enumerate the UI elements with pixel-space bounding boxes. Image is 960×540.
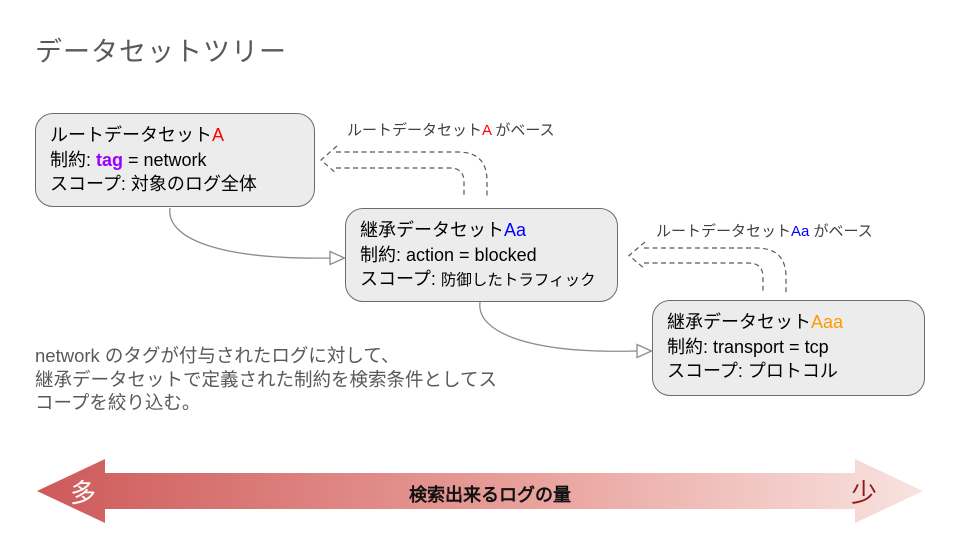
dataset-aa-id: Aa bbox=[504, 220, 527, 240]
dataset-root-id: A bbox=[212, 125, 225, 145]
dataset-root-title: ルートデータセットA bbox=[50, 125, 225, 145]
dataset-root-constraint: 制約: tag = network bbox=[50, 149, 207, 170]
dataset-aa-scope: スコープ: 防御したトラフィック bbox=[360, 269, 596, 289]
dataset-aaa-constraint: 制約: transport = tcp bbox=[667, 336, 829, 357]
connector-aa-to-aaa bbox=[479, 301, 654, 359]
dataset-aaa-scope: スコープ: プロトコル bbox=[667, 361, 838, 381]
dataset-root-scope: スコープ: 対象のログ全体 bbox=[50, 174, 257, 194]
volume-label-center: 検索出来るログの量 bbox=[409, 485, 571, 505]
dataset-aaa-id: Aaa bbox=[811, 312, 844, 332]
volume-label-few: 少 bbox=[851, 478, 878, 508]
volume-label-many: 多 bbox=[70, 478, 97, 508]
constraint-key: tag bbox=[96, 149, 124, 170]
dataset-aaa-title: 継承データセットAaa bbox=[667, 312, 844, 332]
base-arrow-2 bbox=[628, 241, 787, 293]
base-arrow-1 bbox=[320, 145, 488, 197]
dataset-aa-constraint: 制約: action = blocked bbox=[360, 244, 537, 265]
dataset-box-aa: 継承データセットAa 制約: action = blocked スコープ: 防御… bbox=[345, 208, 618, 302]
dataset-box-aaa: 継承データセットAaa 制約: transport = tcp スコープ: プロ… bbox=[652, 300, 925, 396]
connector-root-to-aa bbox=[169, 207, 347, 266]
base-label-1: ルートデータセットA がベース bbox=[347, 122, 555, 139]
note-text: network のタグが付与されたログに対して、 継承データセットで定義された制… bbox=[35, 345, 497, 413]
dataset-box-root: ルートデータセットA 制約: tag = network スコープ: 対象のログ… bbox=[35, 113, 315, 207]
base-label-2: ルートデータセットAa がベース bbox=[656, 223, 873, 240]
dataset-aa-title: 継承データセットAa bbox=[360, 220, 527, 240]
volume-arrow-shape bbox=[37, 459, 923, 523]
page-title: データセットツリー bbox=[35, 37, 287, 67]
